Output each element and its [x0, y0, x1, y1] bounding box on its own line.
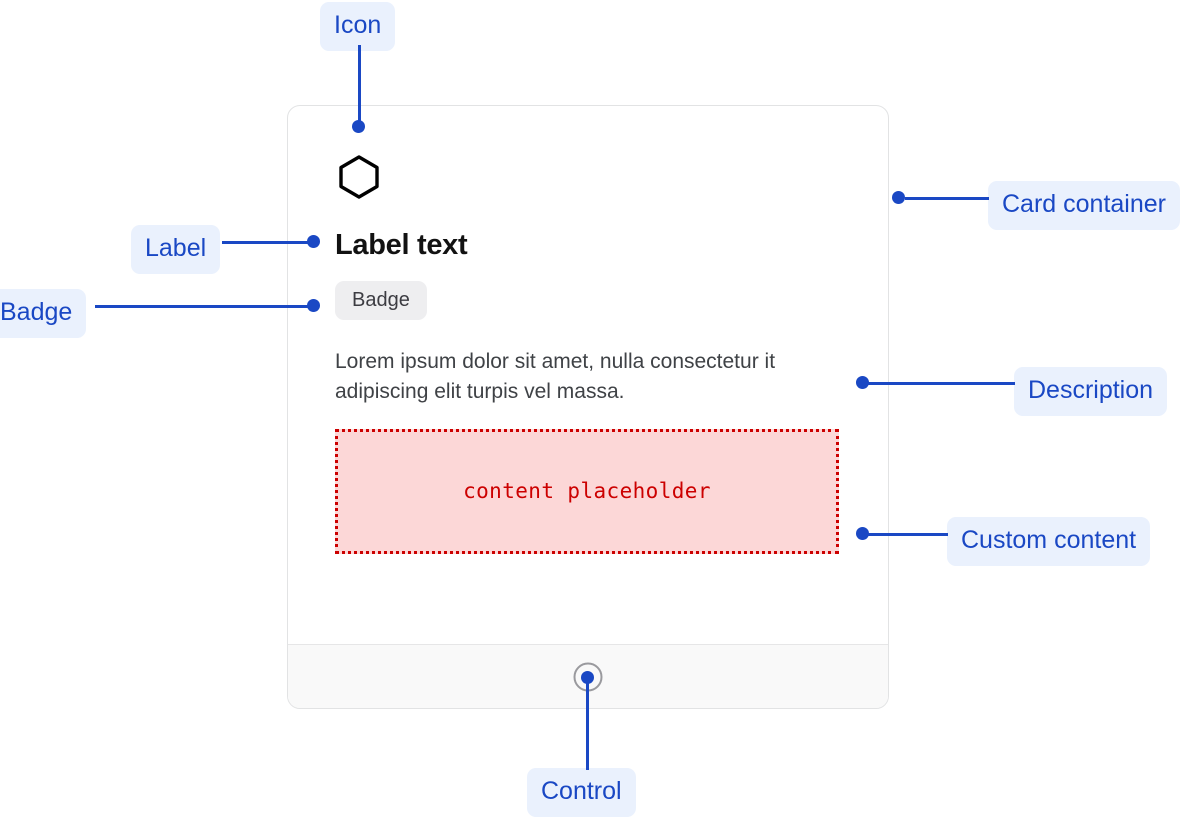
- leader-line-custom-content: [868, 533, 948, 536]
- leader-line-card-container: [905, 197, 989, 200]
- hexagon-icon: [335, 153, 888, 201]
- card-body: Label text Badge Lorem ipsum dolor sit a…: [288, 106, 888, 644]
- annotation-label-card-container: Card container: [988, 181, 1180, 230]
- status-badge: Badge: [335, 281, 427, 320]
- leader-line-label: [222, 241, 314, 244]
- leader-dot-custom-content: [856, 527, 869, 540]
- annotation-label-badge: Badge: [0, 289, 87, 338]
- annotation-label-icon: Icon: [320, 2, 396, 51]
- leader-dot-label: [307, 235, 320, 248]
- leader-dot-control: [581, 671, 594, 684]
- card-description: Lorem ipsum dolor sit amet, nulla consec…: [335, 350, 776, 403]
- annotation-label-control: Control: [527, 768, 636, 817]
- card-container[interactable]: Label text Badge Lorem ipsum dolor sit a…: [287, 105, 889, 709]
- custom-content-slot: content placeholder: [335, 428, 839, 554]
- annotation-label-description: Description: [1014, 367, 1168, 416]
- annotation-label-label: Label: [131, 225, 221, 274]
- leader-line-icon: [358, 45, 361, 127]
- leader-line-description: [868, 382, 1015, 385]
- annotation-label-custom-content: Custom content: [947, 517, 1151, 566]
- card-title: Label text: [335, 229, 468, 261]
- leader-dot-card-container: [892, 191, 905, 204]
- leader-dot-badge: [307, 299, 320, 312]
- leader-line-badge: [95, 305, 315, 308]
- leader-line-control: [586, 678, 589, 770]
- leader-dot-description: [856, 376, 869, 389]
- custom-content-placeholder-text: content placeholder: [463, 479, 711, 504]
- leader-dot-icon: [352, 120, 365, 133]
